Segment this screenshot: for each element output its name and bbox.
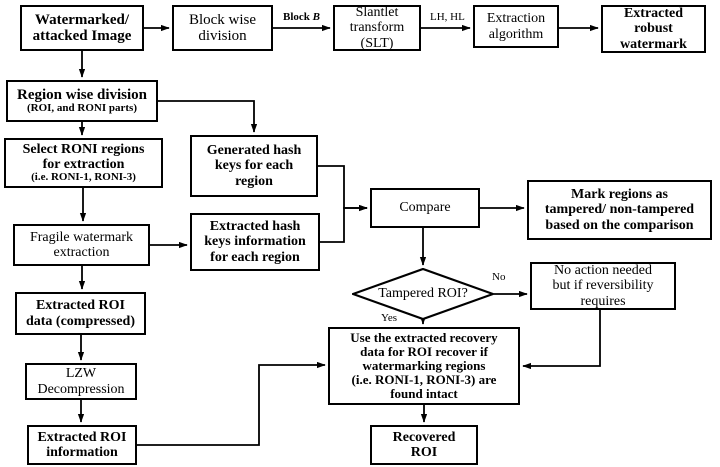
node-label-line: Watermarked/ xyxy=(34,11,130,28)
node-label-line: watermark xyxy=(620,36,687,52)
edge-label-no: No xyxy=(492,271,506,283)
node-label-line: Recovered xyxy=(392,429,456,445)
node-label-line: information xyxy=(46,445,118,460)
edge-noaction-to-userecovery xyxy=(522,310,601,370)
node-label-line: Compare xyxy=(399,200,451,216)
node-label-line: Fragile watermark xyxy=(29,229,133,245)
edge-roiinfo-to-userecovery xyxy=(137,361,326,446)
edge-label-block-b: Block B xyxy=(283,11,320,23)
node-label-line: Extraction xyxy=(486,11,546,27)
decision-label: Tampered ROI? xyxy=(378,286,468,301)
node-label-line: requires xyxy=(580,293,626,309)
node-label-line: Use the extracted recovery xyxy=(350,329,498,345)
node-label-line: Generated hash xyxy=(206,143,302,159)
node-label-line: (ROI, and RONI parts) xyxy=(26,102,137,115)
node-label-line: Block wise xyxy=(188,11,257,28)
node-label-line: ROI xyxy=(410,445,438,460)
node-label-line: division xyxy=(198,28,247,44)
edge-regionwise-to-generatedhash xyxy=(158,100,258,133)
node-compare: Compare xyxy=(370,188,480,228)
node-label-line: Extracted ROI xyxy=(35,298,126,314)
edge-label-yes: Yes xyxy=(381,312,398,324)
node-label-line: keys information xyxy=(204,234,306,250)
node-label-line: Extracted ROI xyxy=(37,429,127,445)
node-label-line: (i.e. RONI-1, RONI-3) xyxy=(31,171,136,184)
node-label-line: extraction xyxy=(53,245,110,260)
node-label-line: Mark regions as xyxy=(571,187,668,203)
node-label-line: (SLT) xyxy=(360,35,394,51)
node-label-line: based on the comparison xyxy=(545,217,694,233)
node-label-line: algorithm xyxy=(488,26,544,42)
node-label-line: tampered/ non-tampered xyxy=(544,202,695,218)
node-label-line: (i.e. RONI-1, RONI-3) are xyxy=(351,372,497,388)
node-label-line: Extracted hash xyxy=(209,219,301,235)
node-label-line: LZW xyxy=(65,366,97,382)
node-label-line: No action needed xyxy=(554,263,652,279)
node-label-line: transform xyxy=(349,20,405,36)
node-label-line: attacked Image xyxy=(32,28,132,44)
node-watermarked-image: Watermarked/attacked Image xyxy=(20,5,144,51)
node-label-line: region xyxy=(235,173,273,189)
node-region-wise-division: Region wise division(ROI, and RONI parts… xyxy=(6,80,158,122)
node-label-line: found intact xyxy=(390,386,458,402)
decision-tampered-roi: Tampered ROI? xyxy=(352,268,494,320)
edge-extractedhash-to-compare xyxy=(320,204,368,243)
node-label-line: Slantlet xyxy=(355,5,399,21)
node-label-line: data for ROI recover if xyxy=(360,343,488,359)
edge-generatedhash-to-compare xyxy=(318,165,368,212)
node-label-line: Extracted xyxy=(623,6,684,22)
node-label-line: keys for each xyxy=(214,158,294,174)
node-label-line: watermarking regions xyxy=(362,357,486,373)
node-label-line: but if reversibility xyxy=(552,278,654,294)
node-label-line: Select RONI regions xyxy=(22,141,145,157)
node-label-line: robust xyxy=(634,21,673,37)
node-label-line: data (compressed) xyxy=(25,313,135,329)
node-label-line: for extraction xyxy=(42,157,125,173)
edge-label-lh-hl: LH, HL xyxy=(430,11,465,23)
node-label-line: Decompression xyxy=(37,381,125,397)
node-label-line: Region wise division xyxy=(16,86,148,103)
node-label-line: for each region xyxy=(210,249,300,265)
